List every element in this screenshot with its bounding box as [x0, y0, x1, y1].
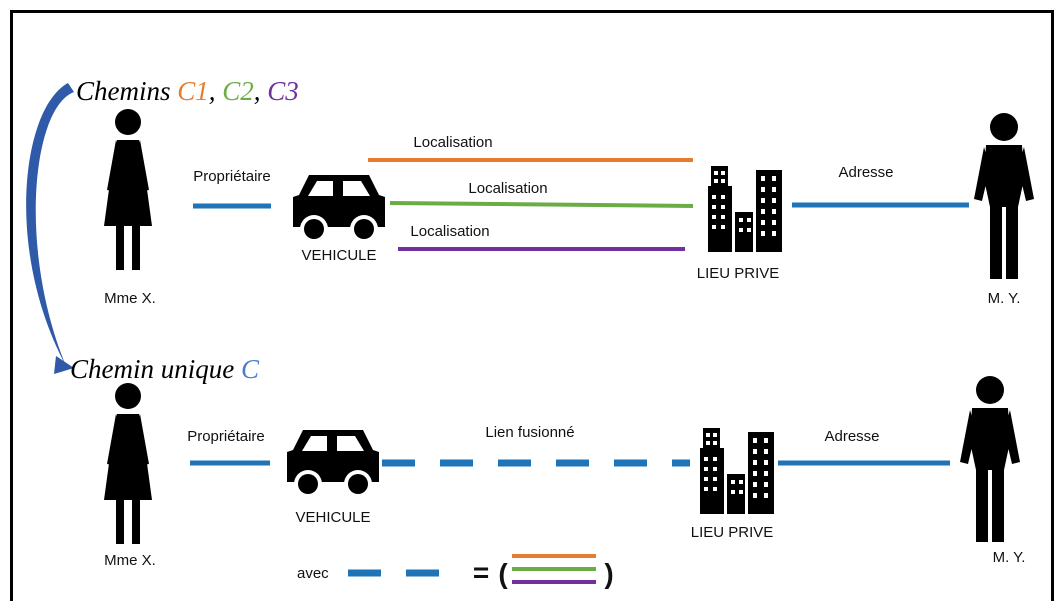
person-left-label: Mme X.	[104, 290, 156, 307]
bottom-title: Chemin unique C	[70, 354, 260, 384]
transition-arrow	[26, 83, 74, 374]
address-label: Adresse	[824, 428, 879, 445]
person-left-label: Mme X.	[104, 552, 156, 569]
legend-open-paren: (	[498, 558, 508, 589]
address-label: Adresse	[838, 164, 893, 181]
diagram-frame	[10, 10, 1054, 601]
legend: avec = ( )	[297, 554, 614, 589]
buildings-icon	[708, 166, 782, 252]
person-right-label: M. Y.	[988, 290, 1021, 307]
man-icon	[960, 376, 1020, 542]
owner-label: Propriétaire	[193, 168, 271, 185]
owner-label: Propriétaire	[187, 428, 265, 445]
buildings-icon	[700, 428, 774, 514]
vehicle-label: VEHICULE	[295, 509, 370, 526]
localisation-label-c3: Localisation	[410, 223, 489, 240]
woman-icon	[104, 383, 152, 544]
man-icon	[974, 113, 1034, 279]
person-right-label: M. Y.	[993, 549, 1026, 566]
legend-close-paren: )	[604, 558, 613, 589]
localisation-label-c1: Localisation	[413, 134, 492, 151]
path-c2-line	[389, 201, 694, 208]
localisation-label-c2: Localisation	[468, 180, 547, 197]
merged-link-label: Lien fusionné	[485, 424, 574, 441]
place-label: LIEU PRIVE	[691, 524, 774, 541]
legend-avec-label: avec	[297, 565, 329, 582]
place-label: LIEU PRIVE	[697, 265, 780, 282]
top-title: Chemins C1, C2, C3	[76, 76, 299, 106]
woman-icon	[104, 109, 152, 270]
car-icon	[293, 175, 385, 243]
vehicle-label: VEHICULE	[301, 247, 376, 264]
legend-equals: =	[473, 557, 489, 588]
car-icon	[287, 430, 379, 498]
